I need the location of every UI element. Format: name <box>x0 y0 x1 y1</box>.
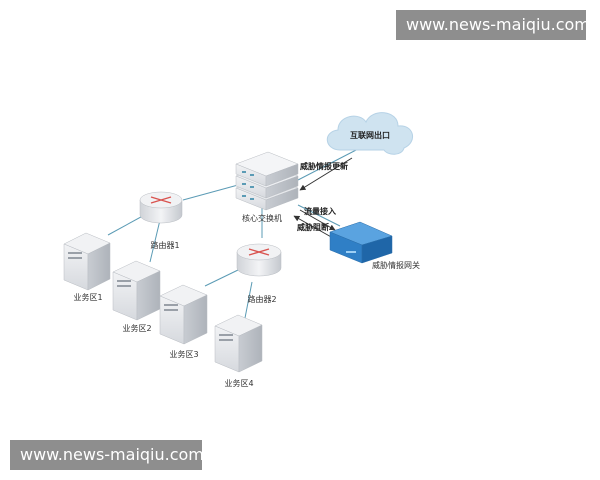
router1-node: 路由器1 <box>139 191 183 250</box>
router1-label: 路由器1 <box>150 240 179 250</box>
zone4-server: 业务区4 <box>214 314 263 388</box>
link-router2-zone4 <box>244 281 253 319</box>
zone1-label: 业务区1 <box>73 292 102 302</box>
zone4-label: 业务区4 <box>224 378 253 388</box>
watermark-bottom: www.news-maiqiu.com <box>10 440 204 470</box>
link-router1-core <box>182 184 239 201</box>
link-switch-gateway <box>297 204 341 227</box>
core-switch-node: 核心交换机 <box>235 151 299 223</box>
link-router2-zone3 <box>204 269 239 287</box>
zone2-label: 业务区2 <box>122 323 151 333</box>
zone1-server: 业务区1 <box>63 232 111 302</box>
edge-label-intel-update: 威胁情报更新 <box>300 161 348 171</box>
arrow-threat-block <box>293 215 334 239</box>
edge-label-threat-block: 威胁阻断 <box>297 222 329 232</box>
router2-label: 路由器2 <box>247 294 276 304</box>
cloud-icon <box>326 112 413 155</box>
zone3-label: 业务区3 <box>169 349 198 359</box>
core-switch-label: 核心交换机 <box>242 213 282 223</box>
router1-arrows-icon <box>150 196 172 204</box>
zone2-server: 业务区2 <box>112 260 161 333</box>
link-cloud-switch <box>297 147 361 181</box>
connections <box>107 147 361 319</box>
gateway-node: 威胁情报网关 <box>329 221 420 270</box>
arrows <box>293 157 353 239</box>
arrow-traffic-in <box>299 209 336 231</box>
arrow-intel-update <box>299 157 353 191</box>
gateway-label: 威胁情报网关 <box>372 260 420 270</box>
cloud-node: 互联网出口 <box>326 112 413 155</box>
watermark-top: www.news-maiqiu.com <box>396 10 590 40</box>
zone3-server: 业务区3 <box>159 284 208 359</box>
gateway-led <box>346 251 356 253</box>
router2-arrows-icon <box>248 248 270 256</box>
switch-port-lights <box>242 171 254 200</box>
cloud-label: 互联网出口 <box>350 130 390 140</box>
router2-node: 路由器2 <box>236 243 282 304</box>
edge-label-traffic-in: 流量接入 <box>304 206 336 216</box>
link-router1-zone2 <box>149 219 161 263</box>
